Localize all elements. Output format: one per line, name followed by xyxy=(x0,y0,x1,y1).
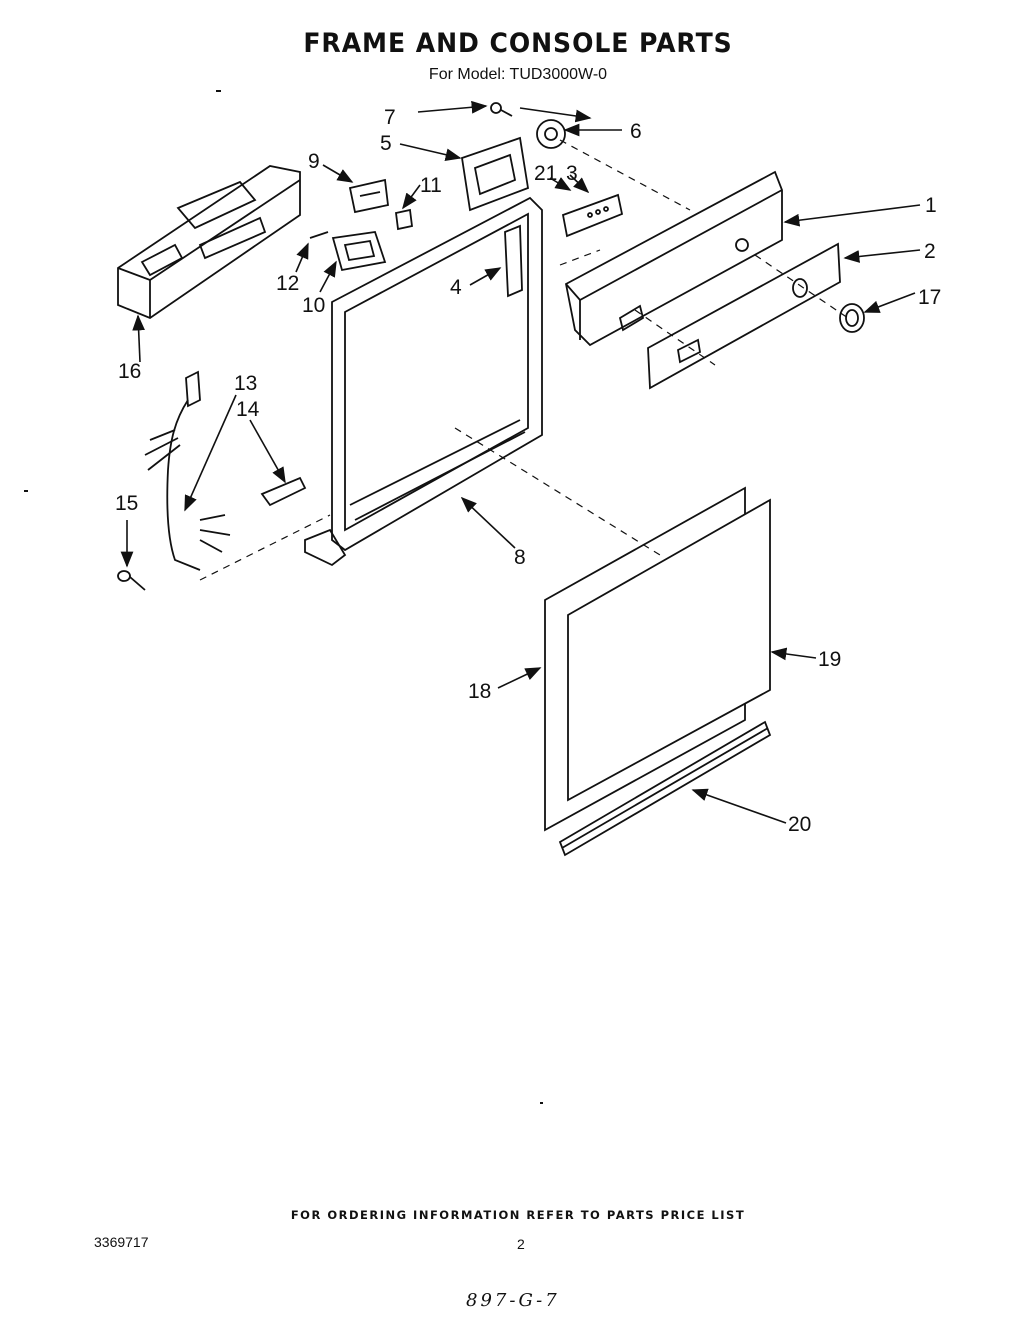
callout-3: 3 xyxy=(566,162,578,185)
part-19-door-panel-insert xyxy=(567,498,771,802)
part-15-screw xyxy=(117,570,146,591)
assembly-lines xyxy=(199,139,849,581)
part-10-bracket xyxy=(331,231,387,272)
callout-14: 14 xyxy=(236,398,260,421)
callout-17: 17 xyxy=(918,286,941,309)
handwritten-code: 897-G-7 xyxy=(466,1290,560,1311)
part-3-switch-block xyxy=(561,193,624,238)
part-13-wire-harness xyxy=(144,370,231,571)
part-6-knob xyxy=(536,119,566,149)
part-16-console-endcap xyxy=(117,165,301,320)
callout-15: 15 xyxy=(115,492,138,515)
ordering-note: FOR ORDERING INFORMATION REFER TO PARTS … xyxy=(290,1208,746,1222)
callout-8: 8 xyxy=(514,546,526,569)
callout-12: 12 xyxy=(276,272,299,295)
callout-10: 10 xyxy=(302,294,325,317)
callout-19: 19 xyxy=(818,648,841,671)
part-11-actuator xyxy=(395,208,413,231)
callout-7: 7 xyxy=(384,106,396,129)
callout-5: 5 xyxy=(380,132,392,155)
callout-16: 16 xyxy=(118,360,141,383)
part-5-latch-assembly xyxy=(460,136,530,212)
callout-6: 6 xyxy=(630,120,642,143)
callout-9: 9 xyxy=(308,150,320,173)
part-9-switch xyxy=(348,178,389,214)
callout-1: 1 xyxy=(925,194,937,217)
callout-4: 4 xyxy=(450,276,462,299)
leader-lines xyxy=(120,100,921,824)
callout-11: 11 xyxy=(420,174,442,197)
part-12-pin xyxy=(309,231,329,239)
part-14-thermostat xyxy=(260,476,307,507)
callout-18: 18 xyxy=(468,680,491,703)
part-1-console-panel xyxy=(564,170,783,347)
model-subtitle: For Model: TUD3000W-0 xyxy=(428,66,608,83)
part-20-trim-strip xyxy=(558,720,772,857)
callout-2: 2 xyxy=(924,240,936,263)
callout-21: 21 xyxy=(534,162,557,185)
page-number: 2 xyxy=(517,1236,525,1252)
page-title: FRAME AND CONSOLE PARTS xyxy=(303,28,733,59)
part-8-door-frame xyxy=(304,196,543,567)
part-17-knob xyxy=(839,303,865,333)
part-7-screw xyxy=(490,102,513,117)
part-4-bracket xyxy=(504,224,523,298)
callout-20: 20 xyxy=(788,813,811,836)
document-number: 3369717 xyxy=(94,1234,149,1250)
callout-13: 13 xyxy=(234,372,257,395)
scan-marks xyxy=(24,90,543,1104)
